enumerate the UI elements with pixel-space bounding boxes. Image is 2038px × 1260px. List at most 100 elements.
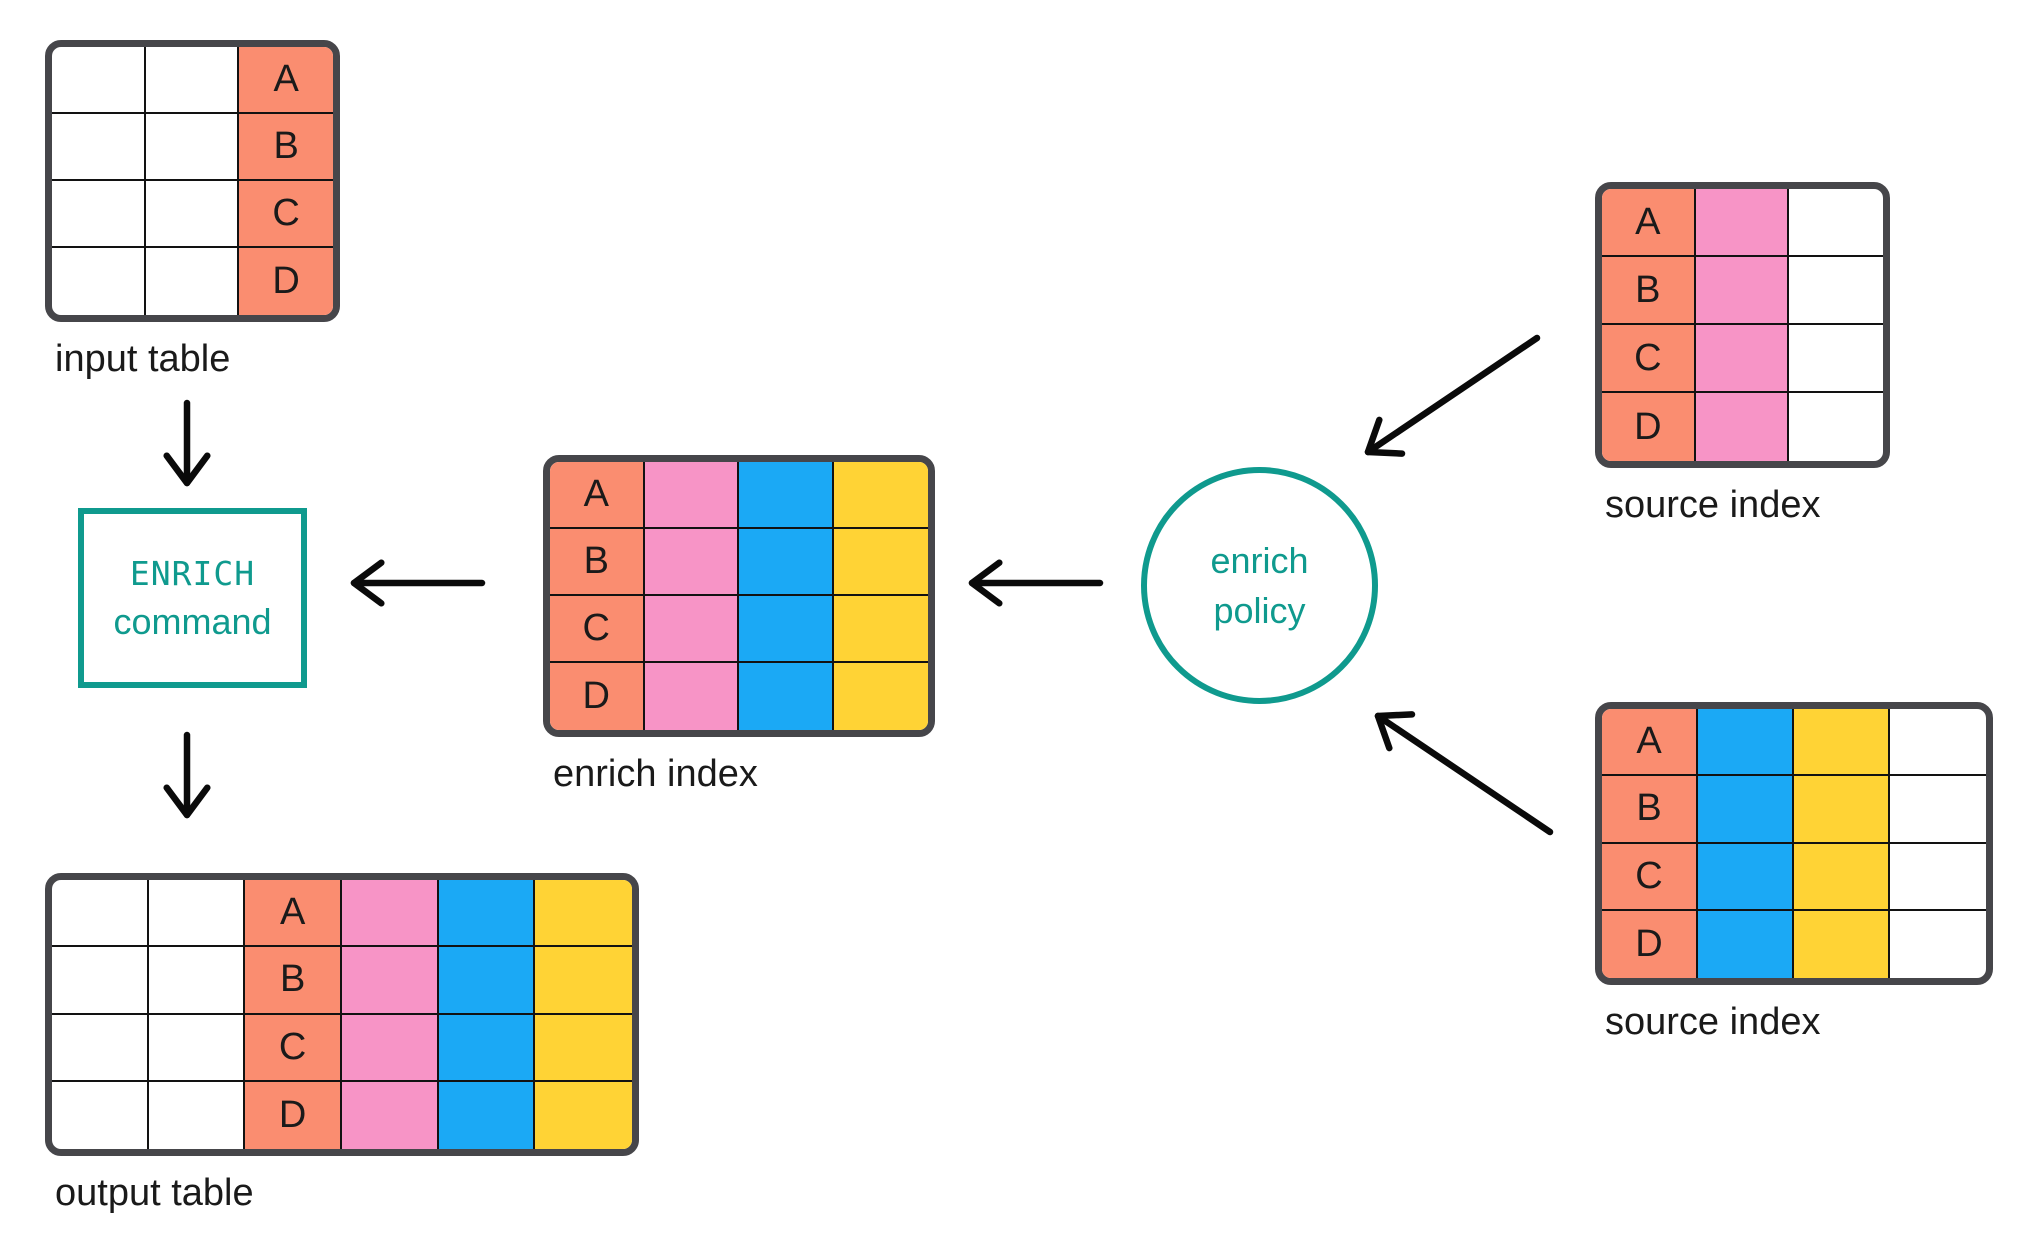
table-cell bbox=[644, 462, 739, 529]
table-cell bbox=[1698, 910, 1794, 978]
key-cell: B bbox=[1602, 257, 1696, 325]
table-cell bbox=[1789, 393, 1883, 461]
enrich-index-label: enrich index bbox=[553, 753, 758, 795]
source-index-bottom-label: source index bbox=[1605, 1001, 1821, 1043]
key-cell: C bbox=[245, 1014, 342, 1082]
key-cell: A bbox=[239, 47, 333, 114]
key-cell: C bbox=[239, 181, 333, 248]
key-cell: A bbox=[550, 462, 645, 529]
input-table-label: input table bbox=[55, 338, 231, 380]
table-cell bbox=[739, 529, 834, 596]
enrich-policy-line2: policy bbox=[1213, 589, 1306, 631]
table-cell bbox=[145, 47, 240, 114]
table-cell bbox=[1794, 776, 1890, 844]
key-cell: D bbox=[550, 663, 645, 730]
table-cell bbox=[438, 880, 536, 948]
table-cell bbox=[52, 1081, 149, 1149]
table-cell bbox=[644, 663, 739, 730]
table-cell bbox=[535, 947, 632, 1015]
table-cell bbox=[833, 529, 928, 596]
table-cell bbox=[1794, 910, 1890, 978]
table-cell bbox=[1890, 709, 1986, 777]
table-cell bbox=[148, 947, 246, 1015]
table-cell bbox=[1794, 843, 1890, 911]
arrow-source-bottom-to-policy bbox=[1374, 711, 1554, 836]
table-cell bbox=[341, 1014, 439, 1082]
enrich-policy-circle: enrich policy bbox=[1141, 467, 1378, 704]
table-cell bbox=[1698, 776, 1794, 844]
key-cell: B bbox=[239, 114, 333, 181]
table-cell bbox=[1890, 776, 1986, 844]
table-cell bbox=[1890, 911, 1986, 978]
table-cell bbox=[1789, 189, 1883, 257]
key-cell: A bbox=[1602, 709, 1698, 777]
arrow-policy-to-enrich-index bbox=[968, 559, 1104, 607]
table-cell bbox=[1794, 709, 1890, 777]
table-cell bbox=[148, 1014, 246, 1082]
table-cell bbox=[341, 1081, 439, 1149]
key-cell: A bbox=[245, 880, 342, 948]
table-cell bbox=[833, 462, 928, 529]
key-cell: A bbox=[1602, 189, 1696, 257]
arrow-command-to-output bbox=[163, 731, 211, 819]
table-cell bbox=[148, 880, 246, 948]
key-cell: C bbox=[1602, 843, 1698, 911]
table-cell bbox=[52, 1014, 149, 1082]
enrich-command-keyword: ENRICH bbox=[129, 553, 256, 593]
table-cell bbox=[644, 596, 739, 663]
table-cell bbox=[341, 880, 439, 948]
table-cell bbox=[1695, 393, 1790, 461]
key-cell: C bbox=[1602, 325, 1696, 393]
key-cell: B bbox=[245, 947, 342, 1015]
table-cell bbox=[1695, 325, 1790, 393]
table-cell bbox=[438, 947, 536, 1015]
table-cell bbox=[149, 1081, 246, 1149]
table-cell bbox=[833, 663, 928, 730]
table-cell bbox=[1698, 709, 1794, 777]
table-cell bbox=[52, 947, 149, 1015]
table-cell bbox=[739, 663, 834, 730]
table-cell bbox=[438, 1014, 536, 1082]
enrich-command-box: ENRICH command bbox=[78, 508, 307, 688]
table-cell bbox=[52, 114, 146, 181]
table-cell bbox=[146, 248, 240, 315]
enrich-command-word: command bbox=[113, 600, 272, 642]
table-cell bbox=[739, 596, 834, 663]
key-cell: D bbox=[1602, 910, 1698, 978]
arrow-input-to-command bbox=[163, 399, 211, 487]
table-cell bbox=[1698, 843, 1794, 911]
table-cell bbox=[438, 1081, 536, 1149]
key-cell: B bbox=[1602, 776, 1698, 844]
enrich-policy-line1: enrich bbox=[1210, 539, 1309, 581]
table-cell bbox=[1890, 844, 1986, 911]
arrow-enrich-index-to-command bbox=[350, 559, 486, 607]
output-table-label: output table bbox=[55, 1172, 254, 1214]
table-cell bbox=[644, 529, 739, 596]
key-cell: B bbox=[550, 529, 645, 596]
table-cell bbox=[52, 181, 146, 248]
table-cell bbox=[535, 880, 632, 948]
table-cell bbox=[52, 248, 146, 315]
arrow-source-top-to-policy bbox=[1364, 334, 1541, 457]
table-cell bbox=[1789, 325, 1883, 393]
table-cell bbox=[535, 1014, 632, 1082]
table-cell bbox=[1695, 257, 1790, 325]
key-cell: C bbox=[550, 596, 645, 663]
table-cell bbox=[1789, 257, 1883, 325]
key-cell: D bbox=[239, 248, 333, 315]
table-cell bbox=[535, 1081, 632, 1149]
table-cell bbox=[52, 47, 146, 114]
key-cell: D bbox=[245, 1081, 342, 1149]
table-cell bbox=[739, 462, 834, 529]
